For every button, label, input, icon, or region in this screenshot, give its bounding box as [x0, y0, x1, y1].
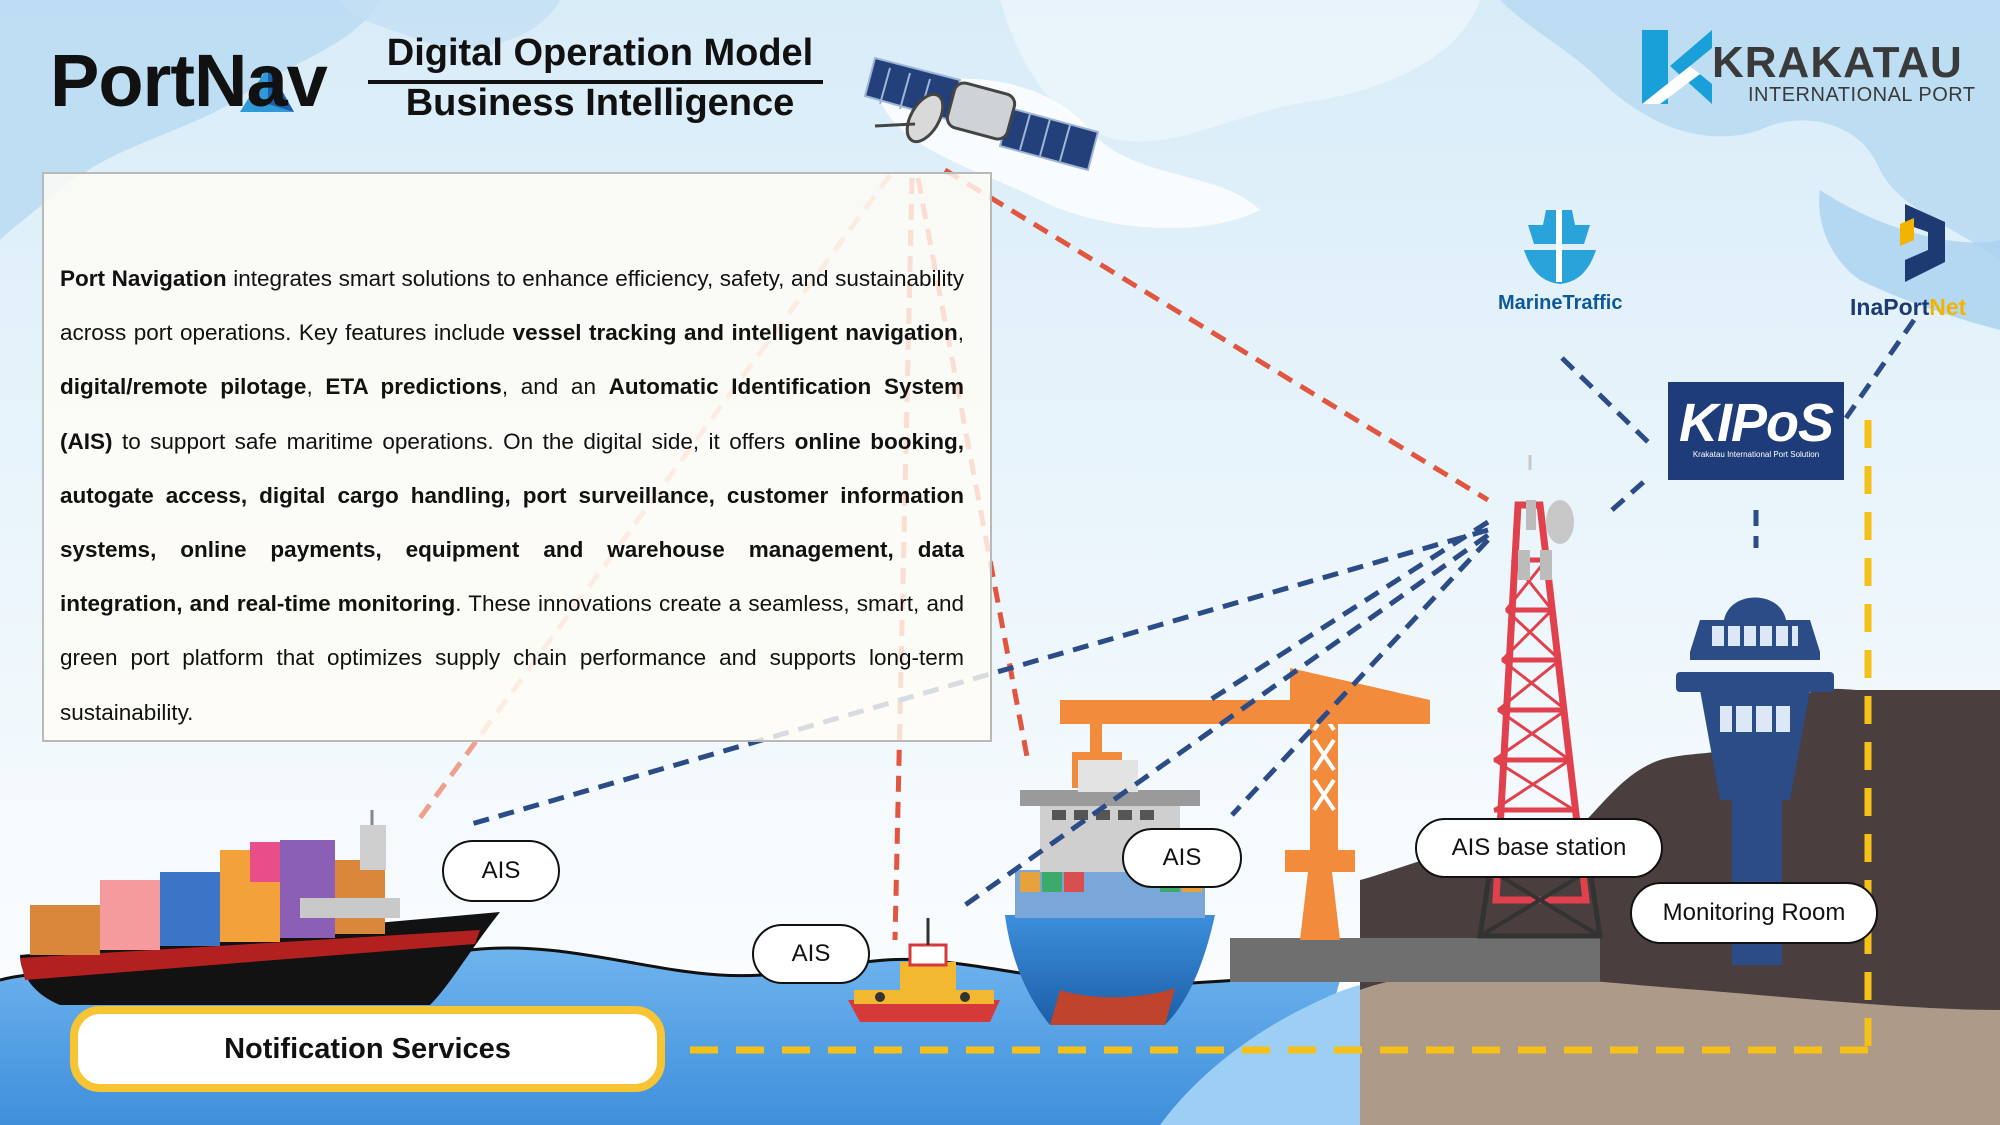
model-title: Digital Operation Model [386, 32, 814, 74]
kipos-logo-name: KIPoS [1678, 393, 1834, 453]
ais-link-marinetraffic-to-kipos [1560, 356, 1650, 444]
tug-boat-icon [848, 918, 1000, 1022]
krakatau-logo-icon [1642, 30, 1712, 104]
monitoring-room-tower-icon [1676, 597, 1834, 965]
kipos-logo-subtitle: Krakatau International Port Solution [1692, 450, 1820, 459]
description-text: Port Navigation integrates smart solutio… [60, 252, 964, 740]
description-segment: . These innovations create a seamless, s… [60, 591, 964, 725]
inaportnet-label: InaPortNet [1850, 294, 1966, 321]
ais-link-tug [956, 532, 1490, 913]
description-keyphrase: digital/remote pilotage [60, 374, 307, 400]
description-keyphrase: online booking, autogate access, digital… [60, 428, 965, 617]
ais-base-station-tower-icon [1477, 455, 1603, 939]
krakatau-logo-subtitle: INTERNATIONAL PORT [1748, 84, 1976, 106]
description-keyphrase: Port Navigation [60, 266, 227, 291]
notification-services-box: Notification Services [70, 1006, 665, 1092]
marinetraffic-label: MarineTraffic [1498, 292, 1623, 314]
ais-link-inaportnet-to-kipos [1843, 318, 1917, 420]
krakatau-logo-name: KRAKATAU [1712, 38, 1963, 87]
portnav-brand-title: PortNav [50, 39, 328, 122]
inaportnet-label-part2: Net [1929, 294, 1967, 320]
title-underline [368, 80, 823, 84]
description-keyphrase: Automatic Identification System (AIS) [60, 374, 965, 454]
description-segment: , [957, 320, 964, 346]
ais-label-tug: AIS [752, 924, 870, 984]
inaportnet-label-part1: InaPort [1850, 294, 1930, 320]
ais-label-container-ship: AIS [1122, 828, 1242, 888]
ais-base-station-label: AIS base station [1415, 818, 1663, 878]
ais-link-container-ship-2 [1208, 519, 1490, 703]
description-segment: , and an [501, 374, 609, 400]
marinetraffic-logo-icon [1524, 210, 1596, 284]
satellite-link-tug [892, 177, 915, 941]
description-panel [42, 172, 992, 742]
monitoring-room-label: Monitoring Room [1630, 882, 1878, 944]
description-segment: , [306, 374, 326, 400]
kipos-logo [1668, 382, 1844, 480]
pier [1230, 938, 1600, 982]
description-keyphrase: ETA predictions [325, 374, 502, 400]
ais-link-base-to-kipos [1610, 476, 1650, 512]
description-segment: to support safe maritime operations. On … [112, 428, 795, 454]
ais-label-cargo-ship: AIS [442, 840, 560, 902]
model-subtitle: Business Intelligence [405, 82, 795, 124]
satellite-link-base-station [943, 167, 1490, 503]
harbor-crane-icon [1060, 668, 1430, 940]
container-ship-icon [1005, 760, 1215, 1025]
description-segment: integrates smart solutions to enhance ef… [60, 266, 964, 346]
ais-link-container-ship [1230, 538, 1490, 817]
notification-links [686, 420, 1872, 1054]
description-keyphrase: vessel tracking and intelligent navigati… [512, 320, 958, 346]
satellite-icon [863, 56, 1100, 172]
inaportnet-logo-icon [1900, 204, 1945, 282]
cargo-ship-icon [20, 810, 500, 1005]
portnav-nav-icon [240, 66, 294, 112]
